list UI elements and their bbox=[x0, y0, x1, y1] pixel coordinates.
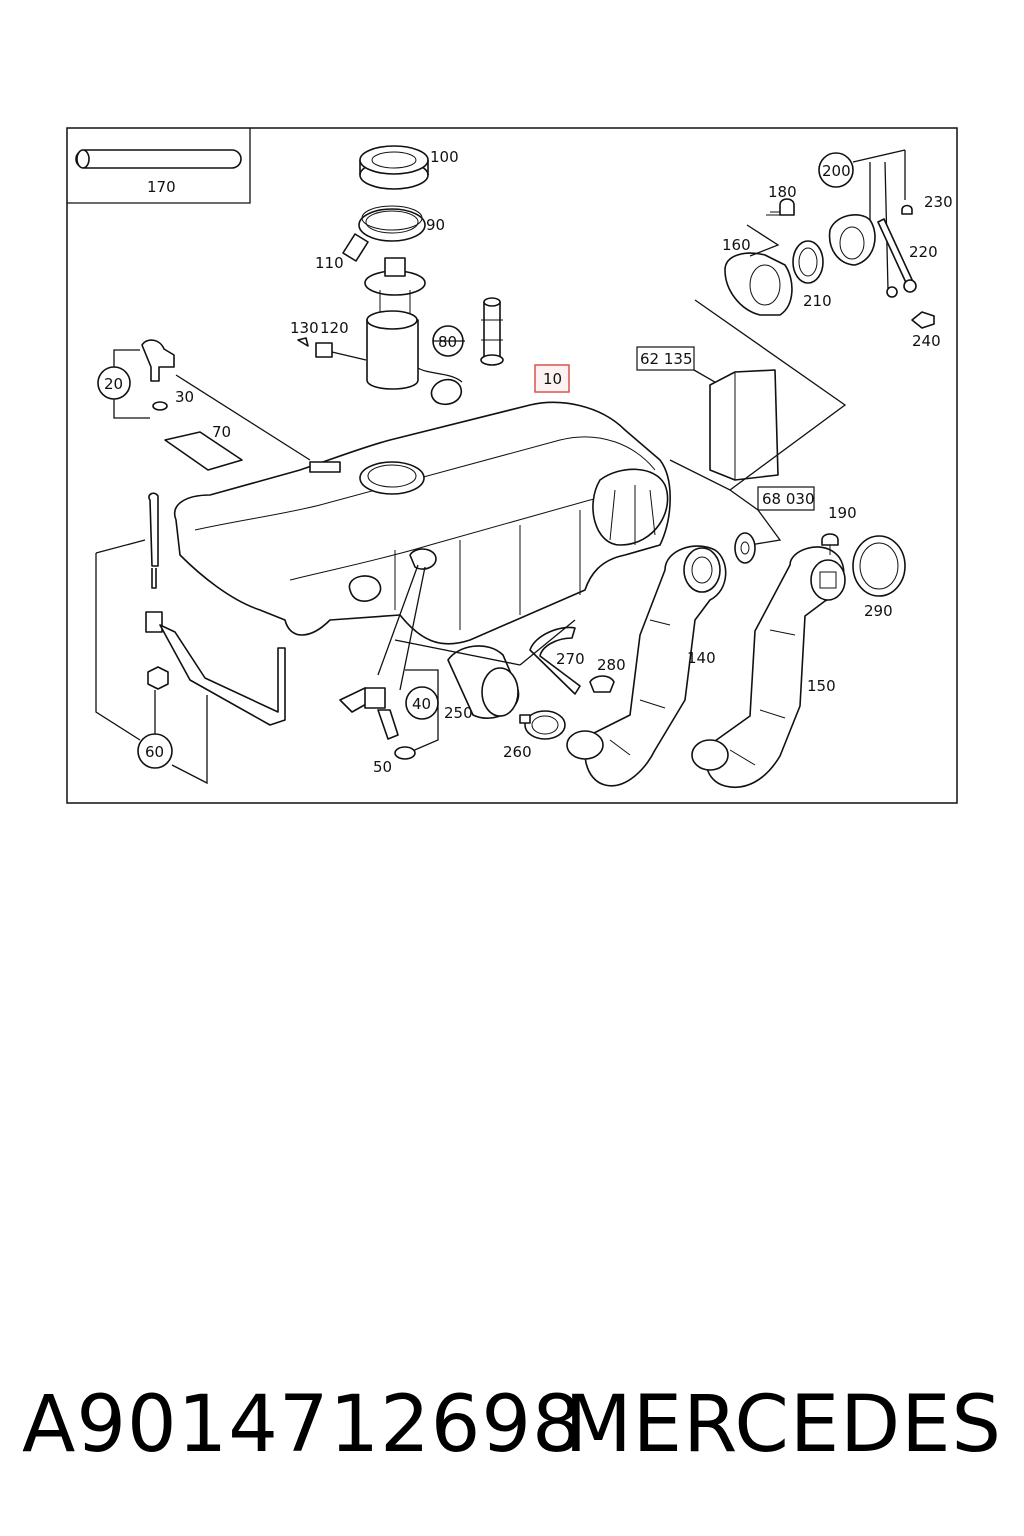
part-120-130: 130 120 bbox=[290, 319, 367, 361]
label-80: 80 bbox=[438, 333, 457, 351]
label-280: 280 bbox=[597, 656, 626, 674]
part-20-valve: 20 30 bbox=[97, 339, 311, 461]
brand-name: MERCEDES bbox=[564, 1380, 1002, 1470]
part-10-fuel-tank-highlight: 10 bbox=[534, 364, 570, 393]
part-190-bolt: 190 bbox=[821, 504, 857, 555]
part-40-connector: 40 50 bbox=[339, 564, 439, 776]
part-60-strap: 60 bbox=[95, 492, 286, 785]
diagram-frame bbox=[66, 127, 958, 804]
label-240: 240 bbox=[912, 332, 941, 350]
label-230: 230 bbox=[924, 193, 953, 211]
label-120: 120 bbox=[320, 319, 349, 337]
part-90-seal: 90 bbox=[358, 205, 445, 242]
label-30: 30 bbox=[175, 388, 194, 406]
part-250-sleeve: 250 bbox=[444, 645, 520, 722]
label-20: 20 bbox=[104, 375, 123, 393]
caption: A9014712698 MERCEDES bbox=[0, 1365, 1024, 1485]
fuel-tank bbox=[173, 401, 671, 645]
part-150-filler-pipe: 150 bbox=[691, 546, 846, 788]
part-80-pump: 80 bbox=[432, 297, 504, 366]
part-70-pad: 70 bbox=[164, 423, 243, 471]
label-50: 50 bbox=[373, 758, 392, 776]
ref-62135: 62 135 bbox=[636, 299, 847, 491]
part-200-assembly: 200 230 220 bbox=[818, 149, 953, 298]
label-190: 190 bbox=[828, 504, 857, 522]
part-100-lock-ring: 100 bbox=[359, 145, 459, 190]
part-140-filler-pipe: 140 bbox=[566, 545, 727, 787]
part-210-seal: 210 bbox=[792, 240, 832, 310]
inset-170: 170 bbox=[67, 128, 251, 204]
label-140: 140 bbox=[687, 649, 716, 667]
label-290: 290 bbox=[864, 602, 893, 620]
part-160-flange: 160 bbox=[722, 224, 793, 316]
part-290-cap: 290 bbox=[852, 535, 906, 620]
label-200: 200 bbox=[822, 162, 851, 180]
label-160: 160 bbox=[722, 236, 751, 254]
label-68030: 68 030 bbox=[762, 490, 815, 508]
label-10: 10 bbox=[543, 370, 562, 388]
fuel-pump-module bbox=[364, 257, 463, 406]
label-130: 130 bbox=[290, 319, 319, 337]
label-100: 100 bbox=[430, 148, 459, 166]
part-180-bolt: 180 bbox=[766, 183, 797, 216]
ref-68030: 68 030 bbox=[729, 486, 815, 564]
label-210: 210 bbox=[803, 292, 832, 310]
label-170: 170 bbox=[147, 178, 176, 196]
label-62135: 62 135 bbox=[640, 350, 693, 368]
label-110: 110 bbox=[315, 254, 344, 272]
part-260-clamp: 260 bbox=[503, 710, 566, 761]
label-40: 40 bbox=[412, 695, 431, 713]
label-180: 180 bbox=[768, 183, 797, 201]
label-220: 220 bbox=[909, 243, 938, 261]
part-240-fastener: 240 bbox=[911, 311, 941, 350]
label-260: 260 bbox=[503, 743, 532, 761]
label-60: 60 bbox=[145, 743, 164, 761]
label-70: 70 bbox=[212, 423, 231, 441]
part-number: A9014712698 bbox=[22, 1380, 583, 1470]
label-270: 270 bbox=[556, 650, 585, 668]
label-90: 90 bbox=[426, 216, 445, 234]
label-150: 150 bbox=[807, 677, 836, 695]
part-110-hose: 110 bbox=[315, 233, 369, 272]
part-270-hose: 270 280 bbox=[394, 619, 626, 695]
label-250: 250 bbox=[444, 704, 473, 722]
